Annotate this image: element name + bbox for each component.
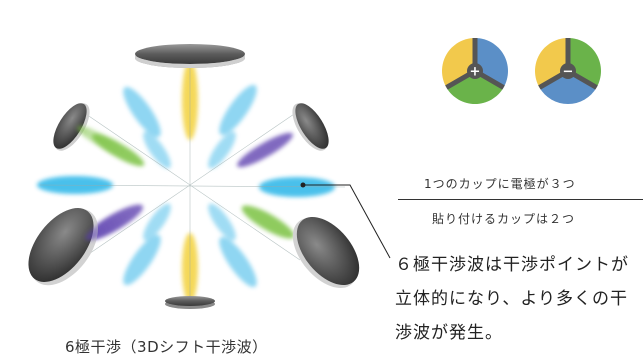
cup-center-hub bbox=[467, 63, 483, 79]
petal-purple-right bbox=[237, 132, 293, 168]
cup-icons: +− bbox=[442, 38, 601, 105]
cup-electrode-sector bbox=[446, 71, 504, 104]
electrode-beams bbox=[77, 126, 135, 241]
petal-green-right bbox=[241, 205, 295, 239]
electrode-lower-left bbox=[28, 208, 98, 286]
electrodes-per-cup-text: 1つのカップに電極が３つ bbox=[424, 177, 576, 191]
electrode-lower-right bbox=[292, 216, 360, 288]
description-line-2: 立体的になり、より多くの干 bbox=[395, 289, 628, 309]
petal-blue-right bbox=[259, 177, 335, 197]
petal-blue-ur2 bbox=[208, 131, 236, 169]
cup-sign-label: − bbox=[563, 65, 574, 80]
center-lines bbox=[39, 65, 346, 300]
description-line-1: ６極干渉波は干渉ポイントが bbox=[395, 255, 629, 275]
petal-blue-lr2 bbox=[208, 203, 236, 241]
cup-center-hub bbox=[560, 63, 576, 79]
petal-blue-ul2 bbox=[143, 131, 171, 169]
cup-icon-minus: − bbox=[535, 38, 601, 105]
electrode-upper-left bbox=[53, 103, 90, 151]
interference-description: ６極干渉波は干渉ポイントが 立体的になり、より多くの干 渉波が発生。 bbox=[395, 248, 629, 350]
cup-sign-label: + bbox=[470, 65, 481, 80]
petal-blue-ur1 bbox=[219, 84, 257, 136]
petal-blue-ll1 bbox=[123, 234, 161, 286]
interference-petals bbox=[37, 60, 335, 303]
electrode-top bbox=[135, 44, 245, 68]
electrode-upper-right bbox=[292, 103, 329, 151]
callout-pointer bbox=[300, 182, 391, 259]
petal-blue-ll2 bbox=[143, 203, 171, 241]
cup-icon-plus: + bbox=[442, 38, 508, 104]
diagram-caption: 6極干渉（3Dシフト干渉波） bbox=[65, 338, 268, 356]
description-line-3: 渉波が発生。 bbox=[395, 323, 503, 343]
electrode-bottom bbox=[165, 296, 215, 309]
cups-attached-text: 貼り付けるカップは２つ bbox=[432, 212, 576, 226]
info-divider bbox=[398, 199, 643, 200]
petal-blue-lr1 bbox=[219, 236, 257, 288]
petal-blue-ul1 bbox=[123, 86, 161, 138]
